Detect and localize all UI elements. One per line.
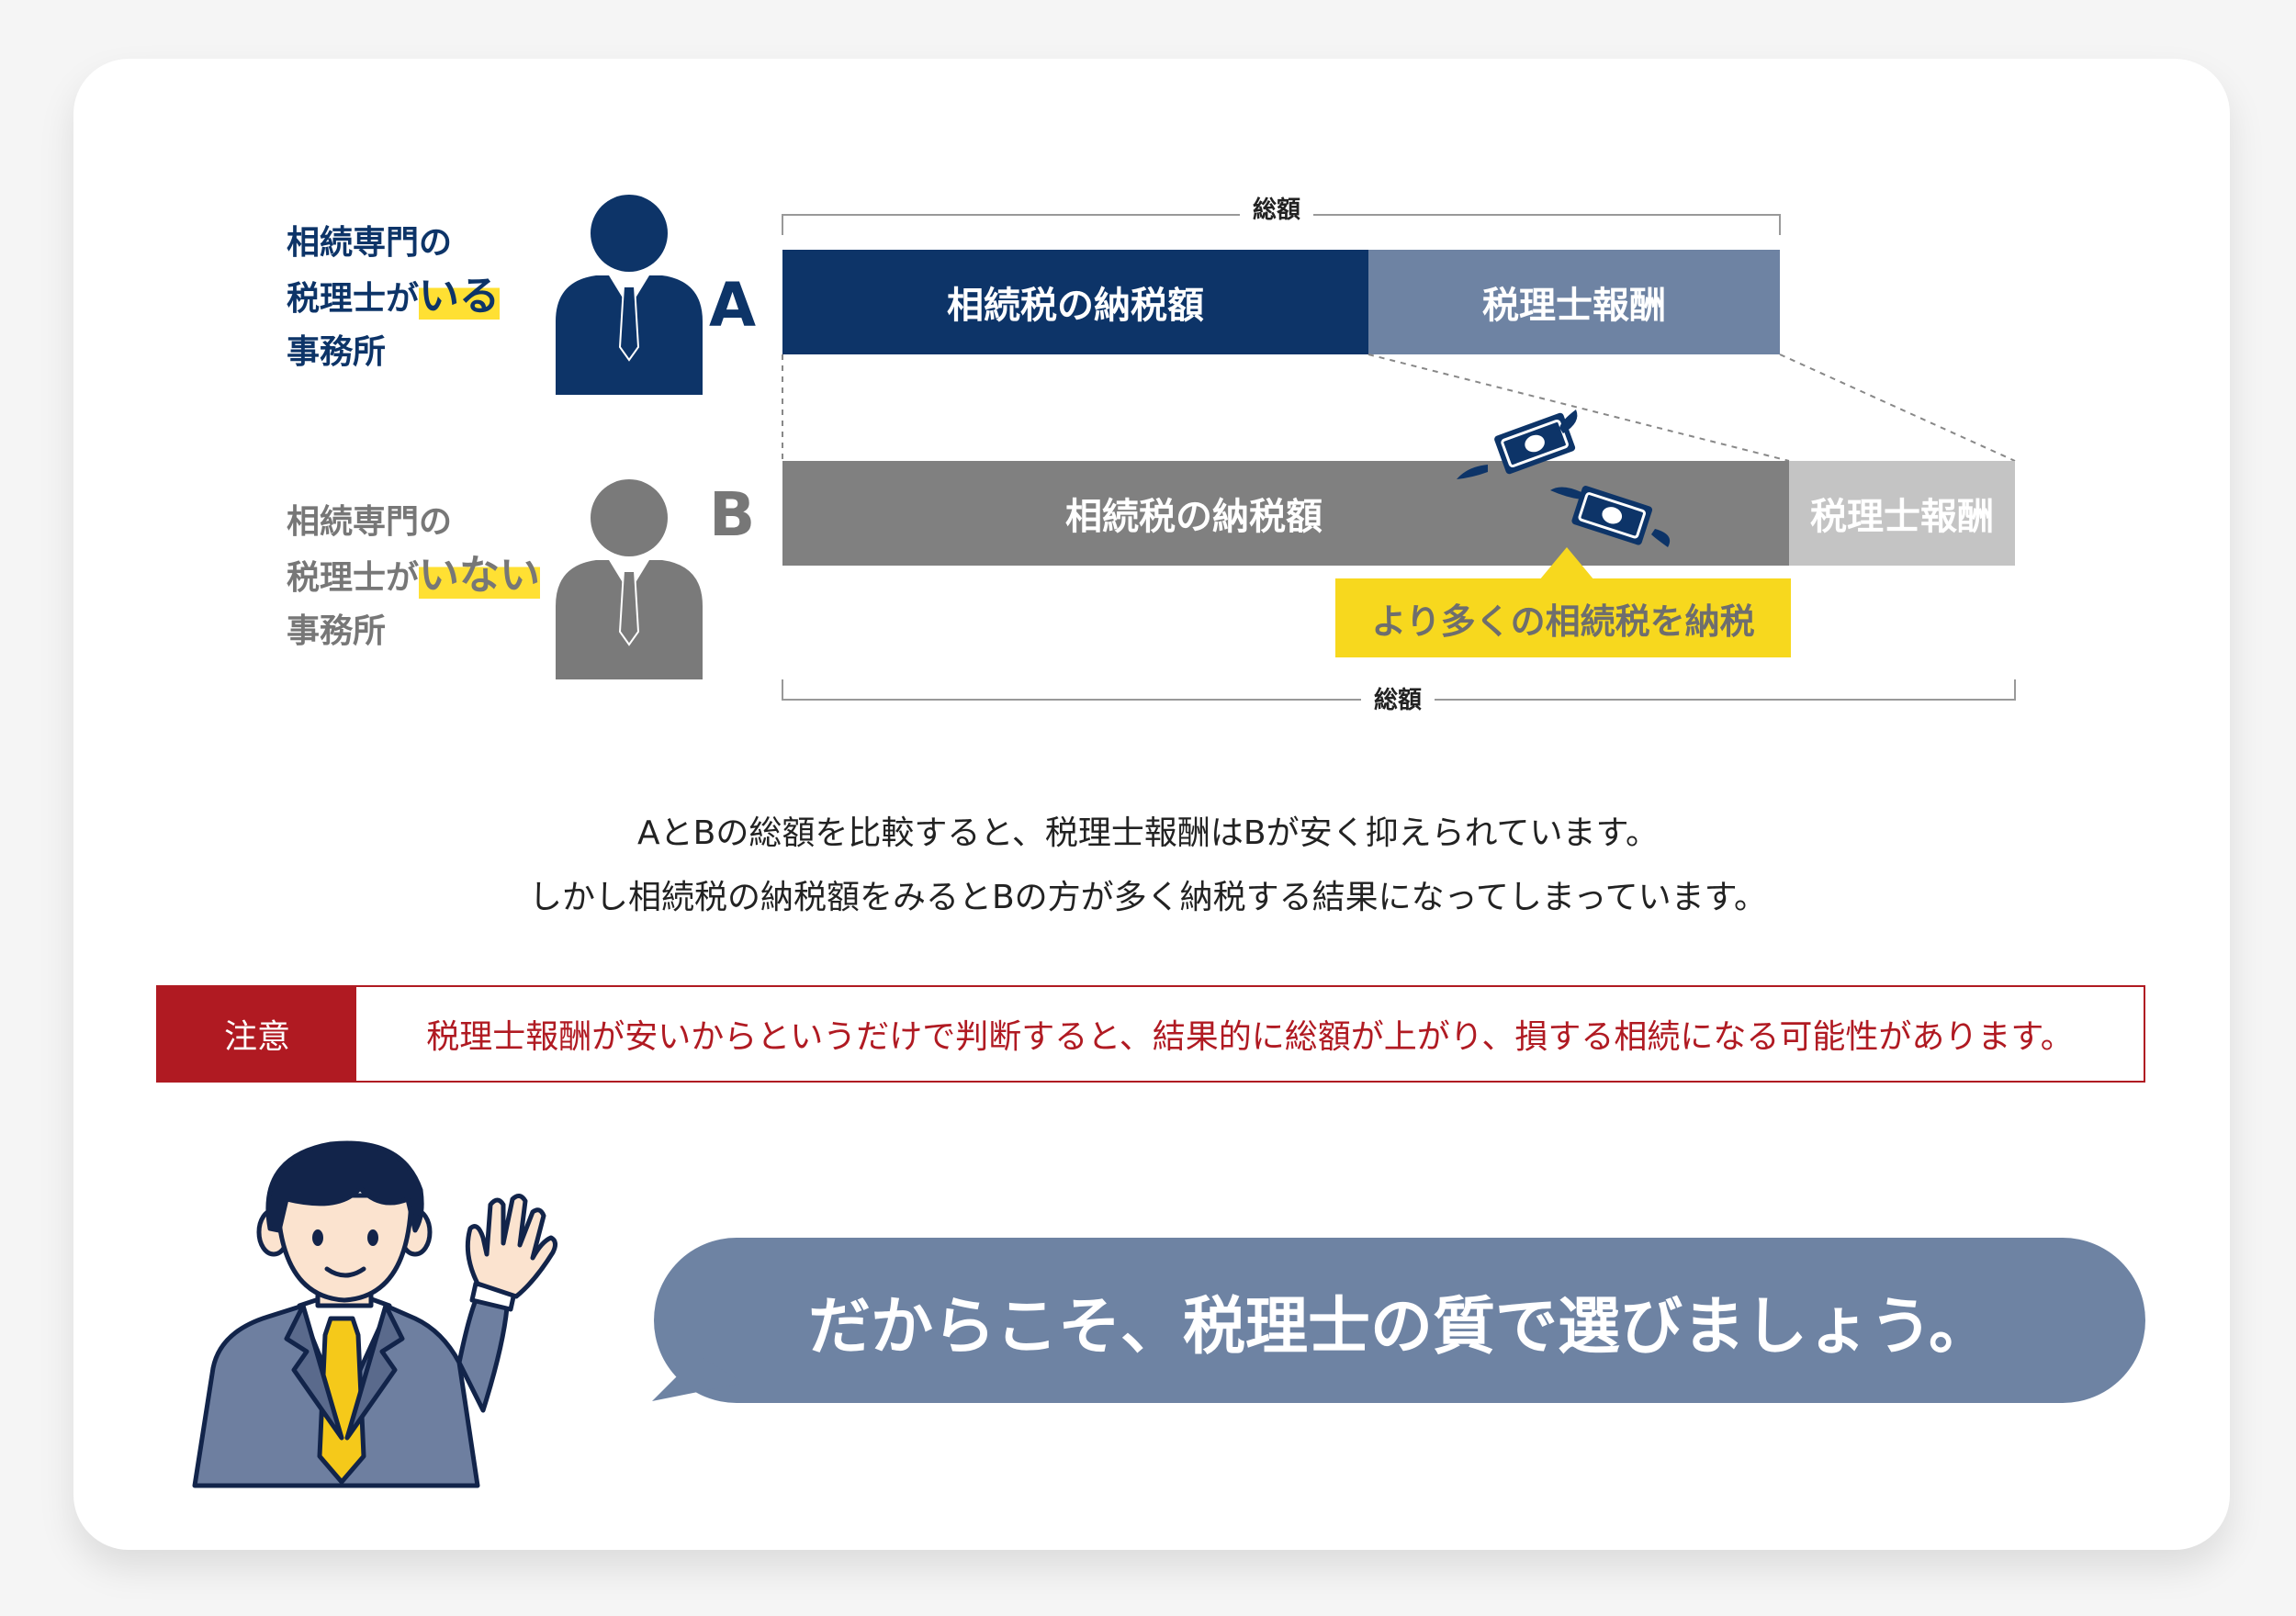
explanation-line-2: しかし相続税の納税額をみるとBの方が多く納税する結果になってしまっています。 — [528, 879, 1768, 916]
flying-money-icon — [1457, 410, 1671, 547]
speech-bubble — [652, 1238, 2145, 1403]
row-a-label: 相続専門の 税理士がいる 事務所 — [287, 224, 501, 371]
row-a-letter: A — [709, 270, 757, 341]
speech-text: だからこそ、税理士の質で選びましょう。 — [808, 1290, 1991, 1364]
warning-box: 注意 税理士報酬が安いからというだけで判断すると、結果的に総額が上がり、損する相… — [156, 985, 2145, 1083]
highlight-inai: いない — [419, 552, 541, 599]
person-a-icon — [556, 195, 703, 395]
businessman-illustration — [192, 1140, 558, 1488]
bar-b-fee: 税理士報酬 — [1789, 461, 2015, 566]
total-label-b: 総額 — [1361, 687, 1435, 714]
row-b-letter: B — [709, 479, 756, 550]
bar-a-tax: 相続税の納税額 — [782, 250, 1368, 354]
callout-more-tax: より多くの相続税を納税 — [1335, 578, 1791, 657]
total-label-a: 総額 — [1240, 196, 1314, 224]
callout-pointer — [1539, 547, 1594, 580]
bar-a-fee: 税理士報酬 — [1368, 250, 1780, 354]
warning-tag: 注意 — [158, 987, 356, 1081]
warning-text: 税理士報酬が安いからというだけで判断すると、結果的に総額が上がり、損する相続にな… — [426, 1018, 2074, 1056]
person-b-icon — [556, 479, 703, 679]
explanation-line-1: AとBの総額を比較すると、税理士報酬はBが安く抑えられています。 — [637, 814, 1659, 852]
row-b-label: 相続専門の 税理士がいない 事務所 — [287, 503, 541, 650]
highlight-iru: いる — [419, 273, 501, 320]
